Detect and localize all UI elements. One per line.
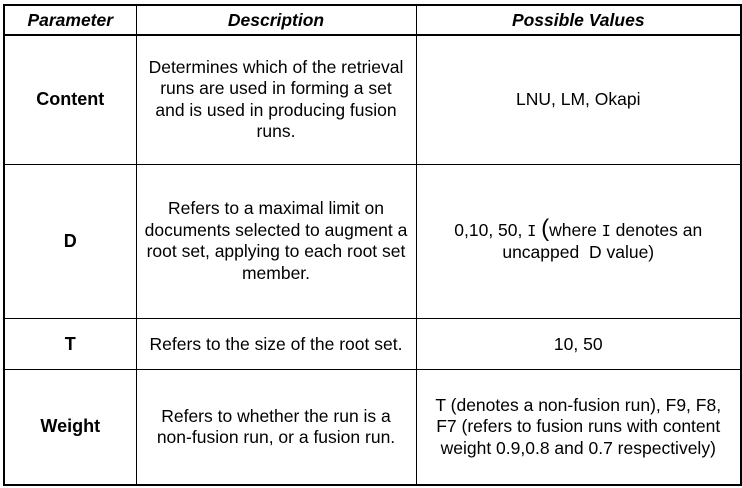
table-row-content: Content Determines which of the retrieva… [3, 34, 742, 165]
parameter-description: Refers to whether the run is a non-fusio… [135, 369, 417, 486]
header-description: Description [135, 4, 417, 36]
parameter-name: Weight [3, 369, 137, 486]
parameters-table: Parameter Description Possible Values Co… [3, 4, 742, 486]
parameter-values: T (denotes a non-fusion run), F9, F8, F7… [415, 369, 742, 486]
parameter-name: T [3, 318, 137, 371]
parameter-description: Refers to a maximal limit on documents s… [135, 163, 417, 320]
values-suffix-1: denotes an [615, 219, 703, 240]
parameter-values: 0,10, 50, I (where I denotes an uncapped… [415, 163, 742, 320]
parameter-description: Determines which of the retrieval runs a… [135, 34, 417, 165]
parameter-description: Refers to the size of the root set. [135, 318, 417, 371]
table-row-t: T Refers to the size of the root set. 10… [3, 318, 742, 371]
values-prefix: 0,10, 50, [454, 219, 523, 240]
header-row: Parameter Description Possible Values [3, 4, 742, 36]
values-suffix-3: D value) [588, 242, 655, 263]
infinity-symbol: I [527, 221, 537, 240]
parameter-values: 10, 50 [415, 318, 742, 371]
parameter-name: D [3, 163, 137, 320]
values-mid: where [549, 219, 597, 240]
header-possible-values: Possible Values [415, 4, 742, 36]
parameter-name: Content [3, 34, 137, 165]
header-parameter: Parameter [3, 4, 137, 36]
values-suffix-2: uncapped [502, 242, 580, 263]
infinity-symbol-2: I [601, 221, 611, 240]
open-paren: ( [541, 214, 550, 242]
table-row-d: D Refers to a maximal limit on documents… [3, 163, 742, 320]
table-row-weight: Weight Refers to whether the run is a no… [3, 369, 742, 486]
parameter-values: LNU, LM, Okapi [415, 34, 742, 165]
